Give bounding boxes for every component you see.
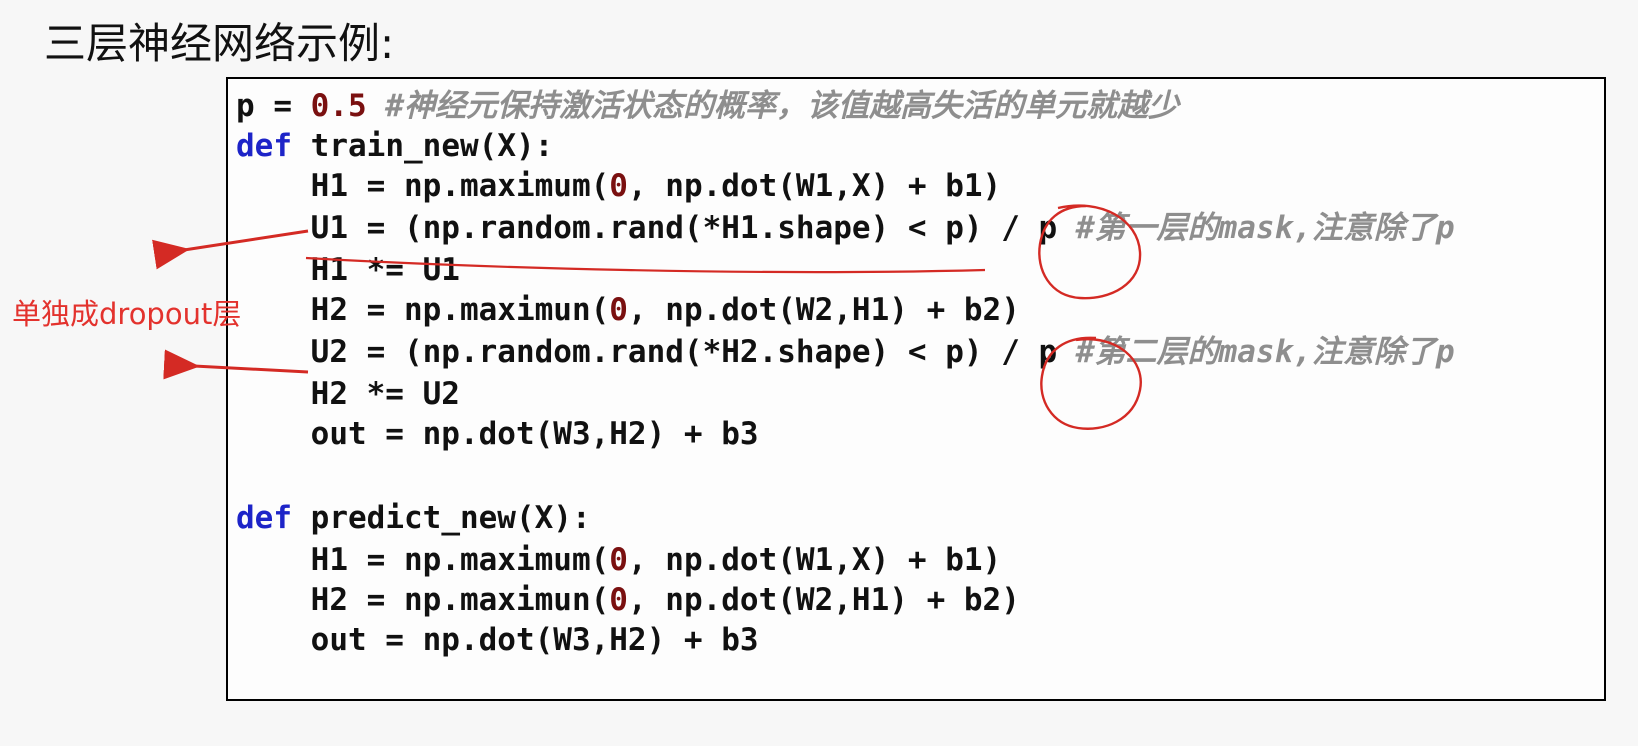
code-token-num: 0 xyxy=(609,292,628,328)
code-line-train-h2: H2 = np.maximun(0, np.dot(W2,H1) + b2) xyxy=(236,290,1020,330)
code-line-def-train: def train_new(X): xyxy=(236,126,553,166)
code-token-plain: U1 = (np.random.rand(*H1.shape) < p) / p xyxy=(236,210,1058,246)
code-line-train-u1: U1 = (np.random.rand(*H1.shape) < p) / p… xyxy=(236,208,1455,248)
code-token-num: 0 xyxy=(609,542,628,578)
code-token-plain: U2 = (np.random.rand(*H2.shape) < p) / p xyxy=(236,334,1058,370)
code-line-predict-h2: H2 = np.maximun(0, np.dot(W2,H1) + b2) xyxy=(236,580,1020,620)
code-token-plain xyxy=(292,128,311,164)
code-token-plain: out = np.dot(W3,H2) + b3 xyxy=(236,416,759,452)
code-line-predict-h1: H1 = np.maximum(0, np.dot(W1,X) + b1) xyxy=(236,540,1002,580)
code-token-plain: , np.dot(W1,X) + b1) xyxy=(627,542,1002,578)
code-token-plain: H1 = np.maximum( xyxy=(236,542,610,578)
code-token-plain: H2 = np.maximun( xyxy=(236,582,610,618)
code-line-train-u2: U2 = (np.random.rand(*H2.shape) < p) / p… xyxy=(236,332,1455,372)
code-token-plain: , np.dot(W2,H1) + b2) xyxy=(627,582,1020,618)
code-line-train-h1: H1 = np.maximum(0, np.dot(W1,X) + b1) xyxy=(236,166,1002,206)
code-token-fn: train_new xyxy=(310,128,479,164)
code-token-plain: (X): xyxy=(478,128,554,164)
code-token-plain xyxy=(292,500,311,536)
code-token-kw: def xyxy=(236,128,292,164)
code-token-comment: #第一层的mask,注意除了p xyxy=(1057,210,1455,246)
dropout-side-note: 单独成dropout层 xyxy=(12,297,242,331)
code-token-plain: H1 = np.maximum( xyxy=(236,168,610,204)
code-line-train-h1-mask: H1 *= U1 xyxy=(236,250,460,290)
code-token-num: 0.5 xyxy=(310,88,367,124)
code-token-plain: p = xyxy=(236,88,311,124)
code-token-fn: predict_new xyxy=(310,500,516,536)
code-token-plain: H1 *= U1 xyxy=(236,252,460,288)
code-token-plain: H2 = np.maximun( xyxy=(236,292,610,328)
code-token-kw: def xyxy=(236,500,292,536)
code-token-plain: , np.dot(W2,H1) + b2) xyxy=(627,292,1020,328)
code-line-p-assign: p = 0.5 #神经元保持激活状态的概率，该值越高失活的单元就越少 xyxy=(236,86,1179,126)
code-token-num: 0 xyxy=(609,168,628,204)
slide-title: 三层神经网络示例: xyxy=(44,19,395,68)
code-token-plain: (X): xyxy=(515,500,591,536)
code-token-num: 0 xyxy=(609,582,628,618)
code-line-train-out: out = np.dot(W3,H2) + b3 xyxy=(236,414,759,454)
code-line-train-h2-mask: H2 *= U2 xyxy=(236,374,460,414)
code-line-def-predict: def predict_new(X): xyxy=(236,498,591,538)
code-token-comment: #第二层的mask,注意除了p xyxy=(1057,334,1455,370)
code-line-predict-out: out = np.dot(W3,H2) + b3 xyxy=(236,620,759,660)
code-token-plain: H2 *= U2 xyxy=(236,376,460,412)
code-token-plain: out = np.dot(W3,H2) + b3 xyxy=(236,622,759,658)
code-token-plain: , np.dot(W1,X) + b1) xyxy=(627,168,1002,204)
code-token-comment: #神经元保持激活状态的概率，该值越高失活的单元就越少 xyxy=(366,88,1179,124)
